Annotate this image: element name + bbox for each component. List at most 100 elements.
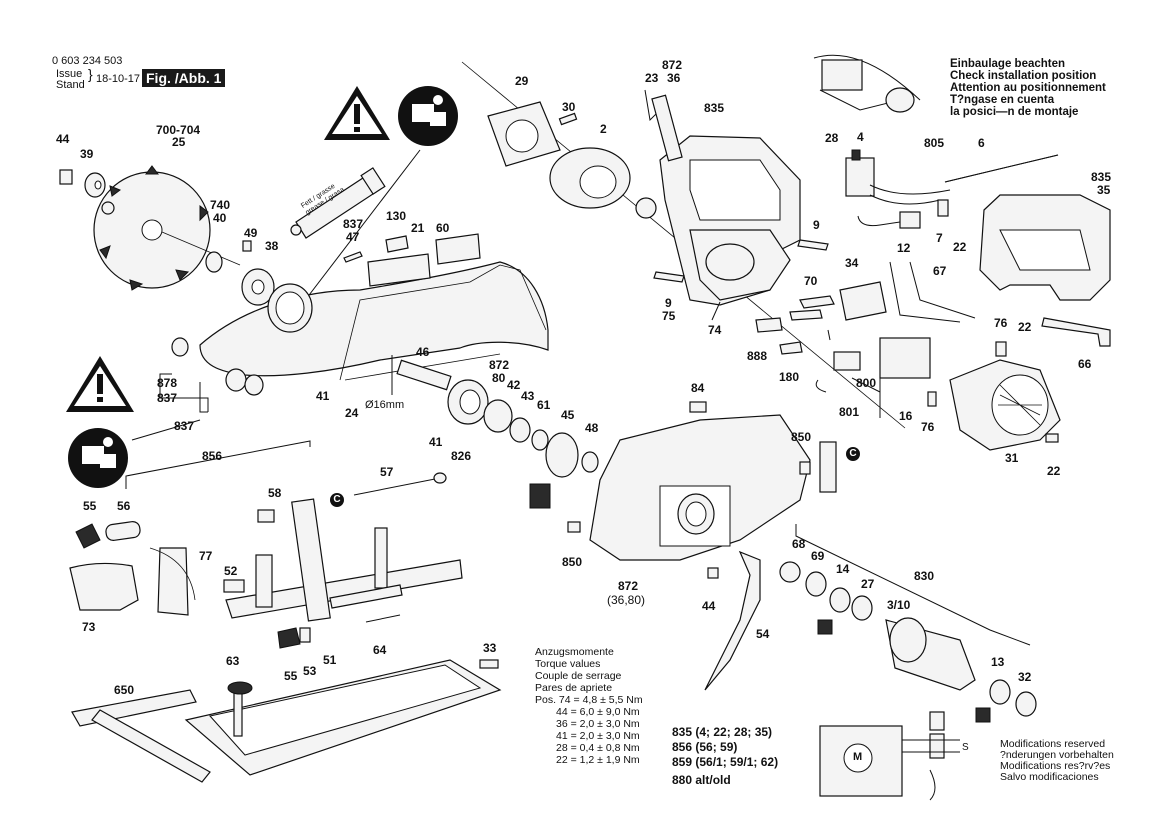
part-label: 23 [645,71,659,85]
issue-brace: } [88,66,93,82]
part-label: 41 [429,435,443,449]
part-label: 31 [1005,451,1019,465]
warning-triangle-left [66,356,134,412]
part-label: 9 [665,296,672,310]
part-label: 878 [157,376,178,390]
part-label: 25 [172,135,186,149]
part-label: 830 [914,569,935,583]
part-label: 16 [899,409,913,423]
installation-note-es1: T?ngase en cuenta [950,94,1055,106]
manual-pointer-line [289,149,421,321]
modifications-en: Modifications reserved [1000,738,1106,750]
part-label: 74 [708,323,722,337]
part-label: 48 [585,421,599,435]
part-label: 70 [804,274,818,288]
part-label: 130 [386,209,407,223]
part-label: 9 [813,218,820,232]
field-coil [487,101,657,219]
part-label: 805 [924,136,945,150]
torque-row: 44 = 6,0 ± 9,0 Nm [556,706,640,718]
c-marker-left: C [330,493,344,507]
knob-73 [69,562,139,611]
part-label: 68 [792,537,806,551]
part-label: 7 [936,231,943,245]
modifications-fr: Modifications res?rv?es [1000,760,1111,772]
installation-note-en: Check installation position [950,70,1097,82]
switch-symbol-label: S [962,742,969,753]
part-label: 64 [373,643,387,657]
part-label: 76 [994,316,1008,330]
part-label: 75 [662,309,676,323]
part-label: 850 [562,555,583,569]
part-label: 740 [210,198,231,212]
legend-item: 859 (56/1; 59/1; 62) [672,755,779,769]
figure-label: Fig. /Abb. 1 [142,69,226,87]
installation-note-es2: la posici—n de montaje [950,106,1079,118]
part-label: 52 [224,564,238,578]
diameter-note: Ø16mm [365,399,405,411]
part-label: 60 [436,221,450,235]
part-label: 837 [157,391,178,405]
part-label: 835 [704,101,725,115]
part-label: 49 [244,226,258,240]
part-label: 40 [213,211,227,225]
part-label: 21 [411,221,425,235]
part-label: 44 [702,599,716,613]
part-label: (36,80) [607,593,646,607]
part-label: 80 [492,371,506,385]
torque-title-fr: Couple de serrage [535,670,622,682]
part-label: 58 [268,486,282,500]
part-label: 22 [953,240,967,254]
part-label: 34 [845,256,859,270]
torque-title-de: Anzugsmomente [535,646,614,658]
torque-row: 28 = 0,4 ± 0,8 Nm [556,742,640,754]
part-label: 800 [856,376,877,390]
part-label: 46 [416,345,430,359]
part-label: 39 [80,147,94,161]
parallel-guide [225,498,463,622]
gear-assembly [447,379,599,509]
torque-title-en: Torque values [535,658,601,670]
blade-guard [199,261,549,381]
wiring-diagram [819,711,960,801]
part-label: 63 [226,654,240,668]
torque-row: 41 = 2,0 ± 3,0 Nm [556,730,640,742]
part-label: 28 [825,131,839,145]
part-label: 33 [483,641,497,655]
issue-label: Issue [56,68,83,80]
part-label: 61 [537,398,551,412]
motor-housing [659,135,801,306]
part-label: 57 [380,465,394,479]
part-label: 51 [323,653,337,667]
part-label: 13 [991,655,1005,669]
part-label: 30 [562,100,576,114]
part-label: 32 [1018,670,1032,684]
legend-item: 880 alt/old [672,773,731,787]
read-manual-icon-top [398,86,458,146]
torque-row: Pos. 74 = 4,8 ± 5,5 Nm [535,694,643,706]
saw-blade [93,165,241,291]
grease-tube [290,167,386,239]
installation-note-fr: Attention au positionnement [950,82,1106,94]
part-label: 44 [56,132,70,146]
switch-4 [845,149,875,197]
modifications-es: Salvo modificaciones [1000,771,1099,783]
torque-row: 36 = 2,0 ± 3,0 Nm [556,718,640,730]
part-label: 837 [174,419,195,433]
part-label: 27 [861,577,875,591]
end-cap-31 [949,359,1061,451]
part-label: 856 [202,449,223,463]
part-label: 56 [117,499,131,513]
bracket-856 [125,440,311,489]
part-label: 54 [756,627,770,641]
part-label: 41 [316,389,330,403]
armature [779,561,1037,723]
part-label: 55 [83,499,97,513]
rip-fence-ruler [71,689,211,783]
brush-holder [815,337,931,393]
torque-title-es: Pares de apriete [535,682,613,694]
issue-date: 18-10-17 [96,73,141,85]
part-label: 35 [1097,183,1111,197]
